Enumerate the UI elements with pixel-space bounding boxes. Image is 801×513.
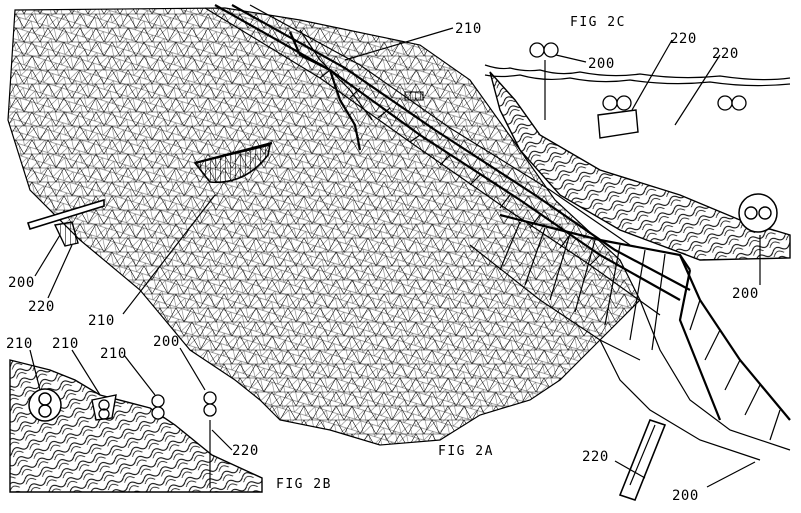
label-200-left: 200	[8, 275, 35, 291]
cable-corridor	[204, 4, 691, 316]
trench-structure	[469, 213, 791, 461]
label-c-200-a: 200	[588, 56, 615, 72]
fig-2c-inset	[484, 42, 791, 261]
leader-lines-main	[34, 27, 756, 488]
figure-caption-2a: FIG 2A	[438, 444, 494, 459]
label-b-210-a: 210	[6, 336, 33, 352]
figure-caption-2b: FIG 2B	[276, 477, 332, 492]
label-200-bottom: 200	[672, 488, 699, 504]
figure-caption-2c: FIG 2C	[570, 15, 626, 30]
fig-2b-inset	[9, 359, 263, 493]
terrain-outline	[7, 7, 641, 446]
label-220-bottom: 220	[582, 449, 609, 465]
cradle-210	[193, 141, 273, 184]
leader-lines-2b	[29, 347, 233, 451]
label-220-left: 220	[28, 299, 55, 315]
label-b-210-b: 210	[52, 336, 79, 352]
support-post-220	[618, 419, 667, 501]
label-c-200-b: 200	[732, 286, 759, 302]
label-c-220-b: 220	[712, 46, 739, 62]
leader-lines-2c	[555, 39, 761, 285]
upper-rim	[288, 29, 424, 151]
label-210-mid: 210	[88, 313, 115, 329]
label-b-220: 220	[232, 443, 259, 459]
label-b-210-c: 210	[100, 346, 127, 362]
label-b-200: 200	[153, 334, 180, 350]
label-c-220-a: 220	[670, 31, 697, 47]
beam-200	[26, 198, 105, 247]
label-210-top: 210	[455, 21, 482, 37]
